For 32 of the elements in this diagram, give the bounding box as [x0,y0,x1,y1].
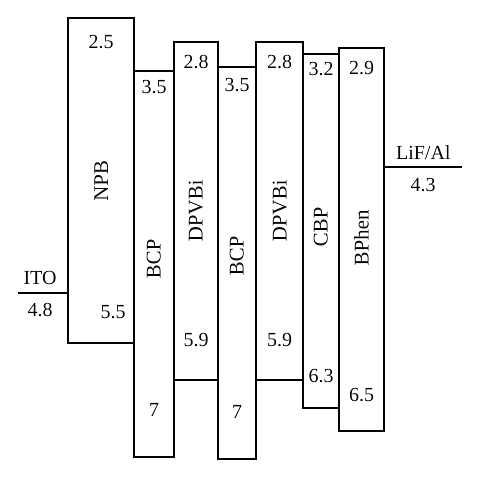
layer-box [173,41,219,381]
homo-value: 5.9 [184,330,208,350]
layer-name: BCP [226,235,248,275]
layer-name: BPhen [351,209,372,265]
lumo-value: 2.5 [88,32,114,52]
layer-name: NPB [90,160,112,200]
lumo-value: 3.5 [142,77,166,97]
work-function-value: 4.8 [28,300,52,320]
lumo-value: 2.8 [184,52,208,72]
layer-box [255,41,304,381]
layer-name: DPVBi [268,179,290,241]
layer-box [217,66,257,460]
layer-name: DPVBi [185,179,206,241]
layer-box [338,47,385,432]
layer-name: CBP [310,206,332,246]
lumo-value: 3.5 [224,75,250,95]
layer-box [133,70,175,458]
homo-value: 5.5 [100,302,126,322]
lumo-value: 2.9 [349,58,374,78]
lumo-value: 2.8 [267,52,292,72]
homo-value: 6.5 [349,385,374,405]
electrode-name: ITO [24,268,56,288]
layer-name: BCP [143,238,164,278]
homo-value: 5.9 [267,330,292,350]
homo-value: 7 [232,402,242,422]
homo-value: 7 [149,400,159,420]
work-function-value: 4.3 [410,175,436,195]
layer-box [67,17,135,344]
layer-box [302,53,340,409]
electrode-name: LiF/Al [396,143,450,163]
homo-value: 6.3 [308,366,334,386]
lumo-value: 3.2 [308,59,334,79]
